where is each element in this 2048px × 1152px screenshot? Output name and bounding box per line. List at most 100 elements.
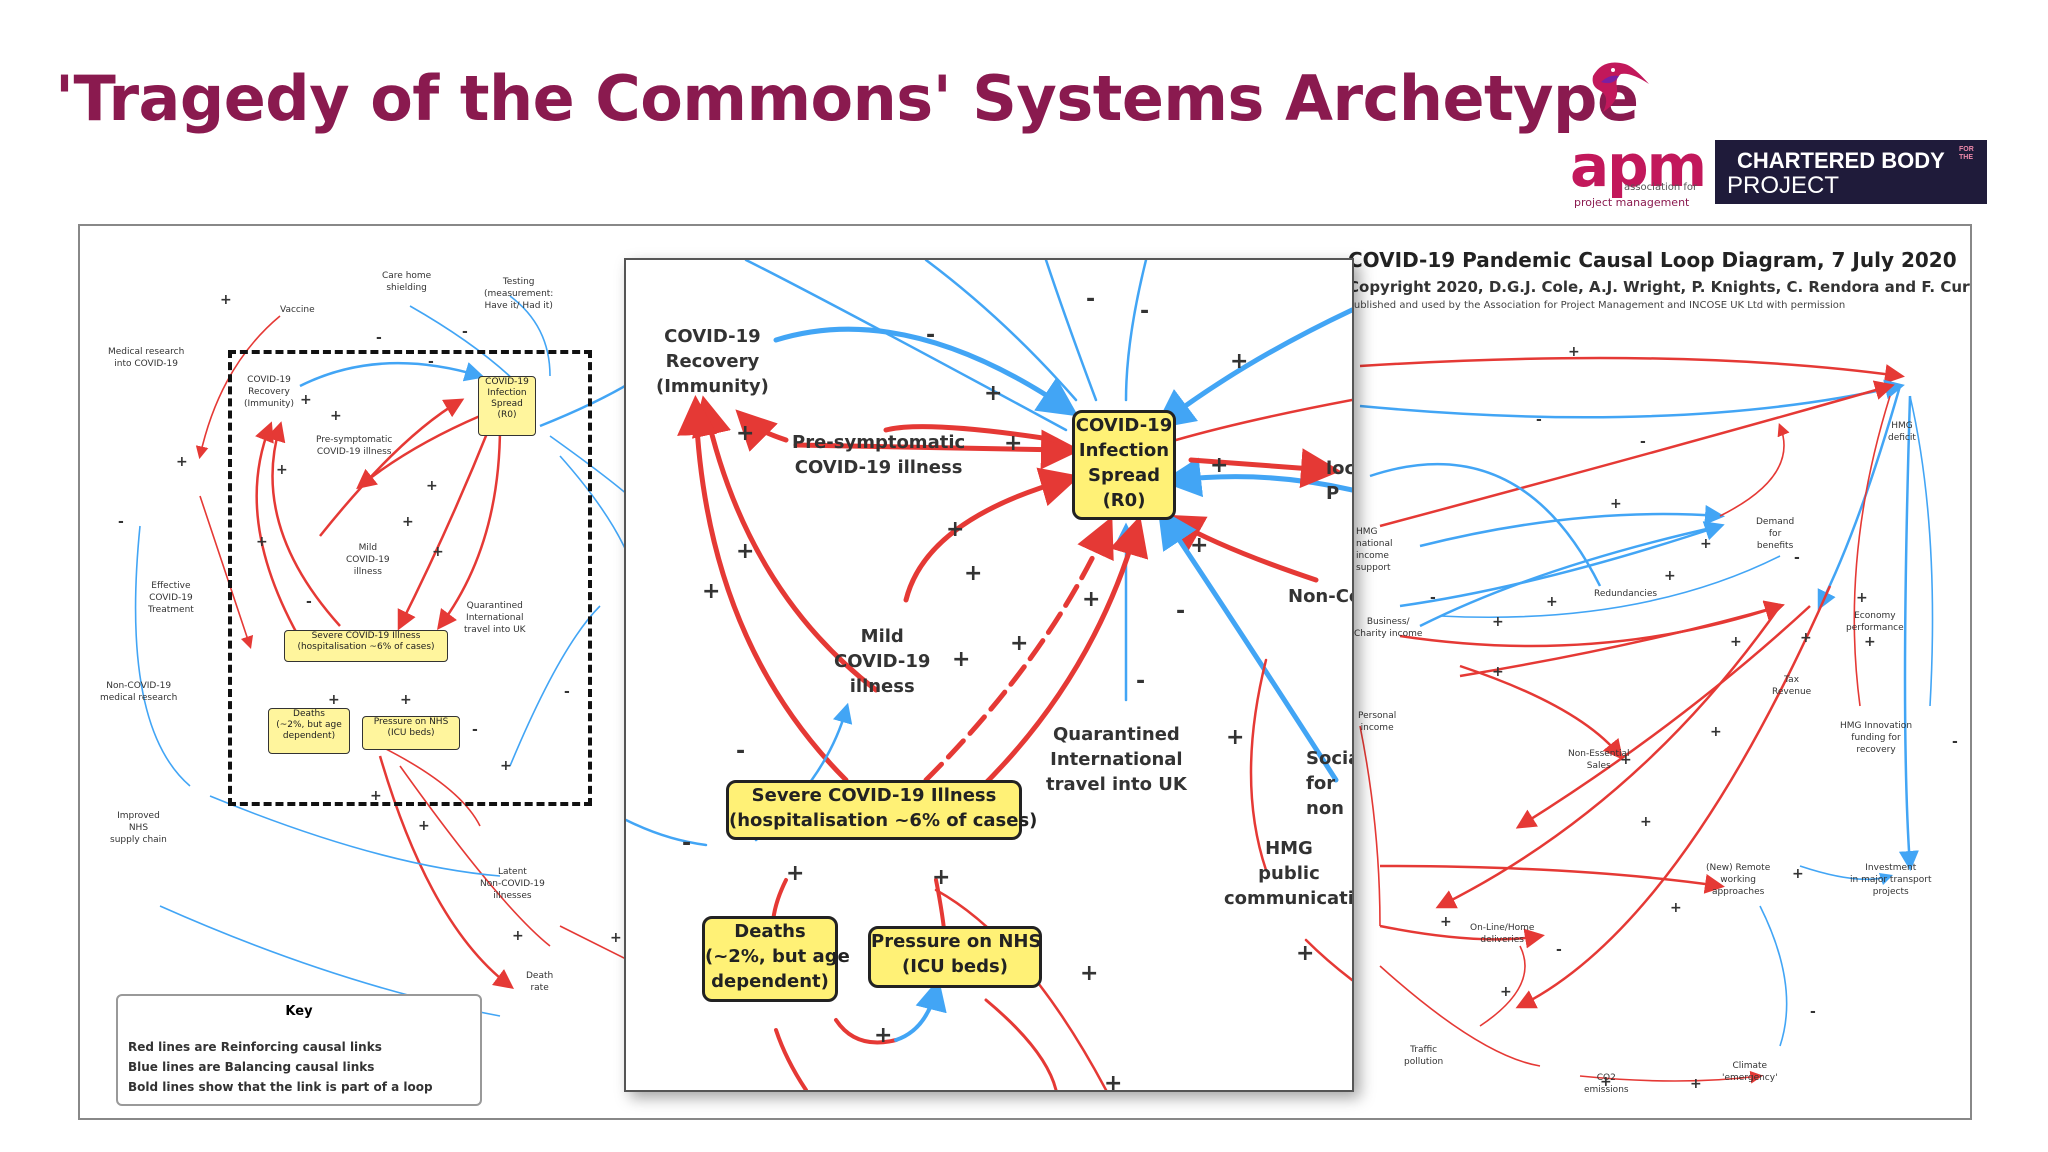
svg-text:+: + — [1640, 814, 1652, 830]
svg-text:-: - — [472, 722, 478, 738]
key-line-balancing: Blue lines are Balancing causal links — [128, 1060, 375, 1074]
box-pressure-small: Pressure on NHS (ICU beds) — [362, 716, 460, 750]
svg-text:-: - — [736, 739, 745, 764]
svg-text:+: + — [400, 692, 412, 708]
zoom-links: --- +++ +++ +++ ++- -++ --+ +++ +++ — [626, 260, 1352, 1090]
svg-text:-: - — [462, 324, 468, 340]
svg-text:+: + — [1440, 914, 1452, 930]
svg-text:+: + — [418, 818, 430, 834]
svg-text:+: + — [1492, 614, 1504, 630]
svg-text:-: - — [682, 831, 691, 856]
svg-text:+: + — [256, 534, 268, 550]
zoomed-inset: --- +++ +++ +++ ++- -++ --+ +++ +++ COVI… — [624, 258, 1354, 1092]
box-deaths-small: Deaths (~2%, but age dependent) — [268, 708, 350, 754]
apm-logo: apm association for project management C… — [1568, 60, 2008, 227]
svg-text:+: + — [1296, 941, 1314, 966]
svg-text:+: + — [1664, 568, 1676, 584]
svg-text:+: + — [1730, 634, 1742, 650]
label-quarantined: Quarantined International travel into UK — [464, 601, 526, 635]
label-online: On-Line/Home deliveries — [1470, 923, 1535, 945]
svg-text:+: + — [1690, 1076, 1702, 1092]
diagram-copyright: Copyright 2020, D.G.J. Cole, A.J. Wright… — [1348, 278, 1972, 296]
svg-text:-: - — [1556, 942, 1562, 958]
label-recovery: COVID-19 Recovery (Immunity) — [244, 375, 294, 409]
svg-text:+: + — [736, 421, 754, 446]
diagram-key: Key Red lines are Reinforcing causal lin… — [116, 994, 482, 1106]
svg-text:+: + — [984, 381, 1002, 406]
label-care-home: Care home shielding — [382, 271, 432, 293]
svg-text:+: + — [370, 788, 382, 804]
svg-text:+: + — [946, 517, 964, 542]
svg-text:+: + — [952, 647, 970, 672]
key-line-bold: Bold lines show that the link is part of… — [128, 1080, 433, 1094]
svg-text:+: + — [1600, 1074, 1612, 1090]
svg-text:-: - — [1536, 412, 1542, 428]
label-testing: Testing (measurement: Have it/ Had it) — [484, 277, 554, 311]
svg-text:+: + — [402, 514, 414, 530]
svg-text:+: + — [300, 392, 312, 408]
zoom-label-non-co: Non-Co — [1288, 586, 1354, 607]
label-improved-nhs: Improved NHS supply chain — [110, 811, 167, 845]
svg-text:-: - — [1810, 1004, 1816, 1020]
svg-text:+: + — [1190, 533, 1208, 558]
zoom-region-outline — [228, 350, 592, 806]
zoom-label-presymptomatic: Pre-symptomatic COVID-19 illness — [792, 432, 966, 478]
svg-text:-: - — [1176, 599, 1185, 624]
svg-text:+: + — [1226, 725, 1244, 750]
box-infection-small: COVID-19 Infection Spread (R0) — [478, 376, 536, 436]
label-effective: Effective COVID-19 Treatment — [148, 581, 194, 615]
svg-text:+: + — [500, 758, 512, 774]
svg-text:+: + — [512, 928, 524, 944]
zoom-box-severe: Severe COVID-19 Illness (hospitalisation… — [726, 780, 1037, 840]
label-death-rate: Death rate — [526, 971, 554, 993]
svg-text:-: - — [306, 594, 312, 610]
chartered-for-the: FOR THE — [1959, 146, 1974, 161]
svg-text:+: + — [1710, 724, 1722, 740]
zoom-label-mild: Mild COVID-19 illness — [834, 626, 931, 697]
zoom-label-hmg-public: HMG public communicati — [1224, 838, 1354, 909]
diagram-links: ++- --- +++ +++ +-+ +-+ +-+ +++ +-- +++ … — [118, 292, 1958, 1092]
svg-text:+: + — [1568, 344, 1580, 360]
label-co2: CO2 emissions — [1584, 1073, 1629, 1095]
zoom-box-pressure: Pressure on NHS (ICU beds) — [868, 926, 1042, 988]
box-severe-small: Severe COVID-19 Illness (hospitalisation… — [284, 630, 448, 662]
svg-text:-: - — [1430, 590, 1436, 606]
label-medical-research: Medical research into COVID-19 — [108, 347, 185, 369]
svg-text:+: + — [786, 861, 804, 886]
svg-text:-: - — [376, 330, 382, 346]
heron-icon — [1592, 62, 1649, 112]
label-traffic: Traffic pollution — [1404, 1045, 1444, 1067]
svg-text:-: - — [926, 323, 935, 348]
svg-text:+: + — [1104, 1071, 1122, 1090]
svg-text:+: + — [1080, 961, 1098, 986]
svg-text:+: + — [702, 579, 720, 604]
chartered-line-2: PROJECT PROFESSION — [1727, 172, 1885, 227]
label-tax: Tax Revenue — [1772, 675, 1812, 697]
svg-text:+: + — [932, 865, 950, 890]
svg-text:+: + — [1082, 587, 1100, 612]
label-non-covid-research: Non-COVID-19 medical research — [100, 681, 178, 703]
label-hmg-innovation: HMG Innovation funding for recovery — [1840, 721, 1913, 755]
key-line-reinforcing: Red lines are Reinforcing causal links — [128, 1040, 382, 1054]
chartered-body-badge: CHARTERED BODY PROJECT PROFESSION FOR TH… — [1715, 140, 1987, 227]
label-investment: Investment in major transport projects — [1850, 863, 1932, 897]
label-remote: (New) Remote working approaches — [1706, 863, 1771, 897]
label-climate: Climate 'emergency' — [1722, 1061, 1778, 1083]
svg-text:+: + — [1864, 634, 1876, 650]
label-vaccine: Vaccine — [280, 305, 315, 315]
svg-text:-: - — [1952, 734, 1958, 750]
label-hmg-deficit: HMG deficit — [1888, 421, 1916, 443]
chartered-line-1: CHARTERED BODY — [1737, 148, 1945, 173]
diagram-published: Published and used by the Association fo… — [1348, 300, 1846, 311]
label-economy: Economy performance — [1846, 611, 1904, 633]
svg-text:-: - — [1640, 434, 1646, 450]
svg-text:-: - — [118, 514, 124, 530]
svg-text:+: + — [1230, 349, 1248, 374]
label-hmg-support: HMG national income support — [1356, 527, 1393, 573]
zoom-box-deaths: Deaths (~2%, but age dependent) — [702, 916, 850, 1002]
label-presymptomatic: Pre-symptomatic COVID-19 illness — [316, 435, 393, 457]
svg-text:+: + — [1492, 664, 1504, 680]
svg-text:+: + — [276, 462, 288, 478]
svg-text:-: - — [1136, 669, 1145, 694]
svg-text:+: + — [964, 561, 982, 586]
